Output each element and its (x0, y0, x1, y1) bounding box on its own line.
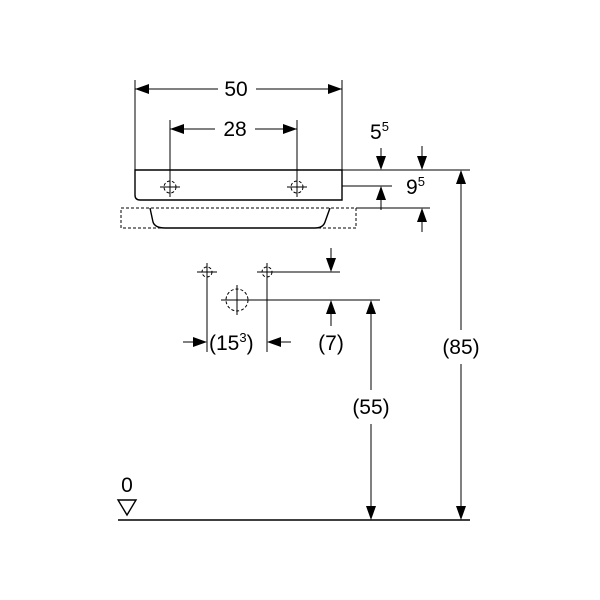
dimension-trap-spacing: (153) (183, 281, 291, 355)
dimension-width-overall: 50 (134, 78, 343, 170)
dimension-top-offset: 55 (342, 119, 470, 171)
label-hole-spacing: 28 (223, 118, 246, 141)
tap-hole-right (287, 177, 307, 197)
drain-connection (221, 285, 253, 315)
tap-hole-left (160, 177, 180, 197)
dimension-rim-height: 95 (342, 174, 430, 232)
label-rim-total-height: (85) (442, 336, 479, 359)
dimension-trap-height: (55) (352, 300, 390, 520)
label-floor-level: 0 (121, 474, 133, 497)
floor-level-triangle (116, 499, 138, 517)
label-trap-offset: (7) (318, 332, 344, 355)
label-width-overall: 50 (224, 78, 247, 101)
washbasin (120, 169, 357, 229)
label-rim-height: 95 (406, 174, 425, 199)
dimension-trap-offset: (7) (318, 248, 344, 355)
basin-top-outline (134, 169, 343, 201)
countertop-dashed (120, 207, 357, 229)
floor-level: 0 (116, 474, 470, 521)
dimension-rim-total-height: (85) (442, 170, 480, 520)
water-connection-right (257, 263, 277, 281)
dimension-hole-spacing: 28 (169, 118, 298, 177)
label-trap-height: (55) (352, 396, 389, 419)
basin-bowl-outline (149, 207, 331, 229)
water-connection-left (197, 263, 217, 281)
label-top-offset: 55 (370, 119, 389, 144)
label-trap-spacing: (153) (209, 330, 254, 355)
